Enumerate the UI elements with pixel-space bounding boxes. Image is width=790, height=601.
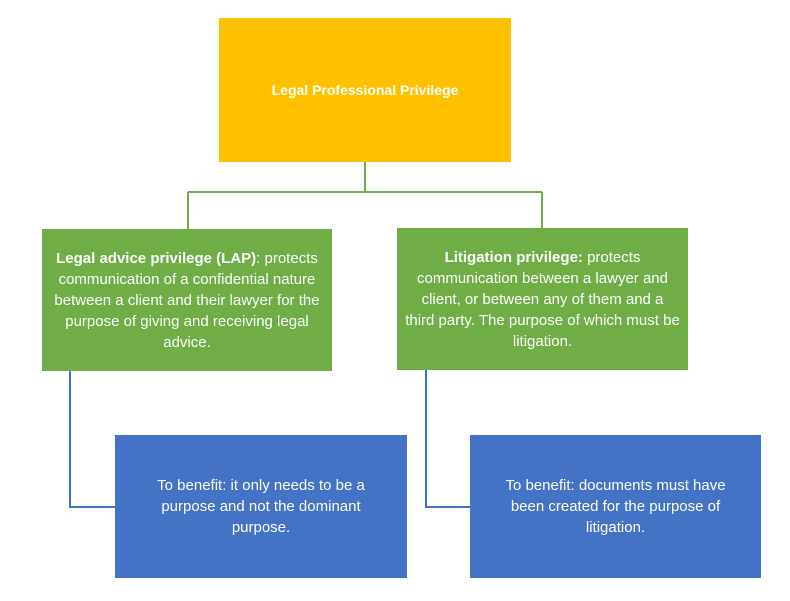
lap-benefit-box: To benefit: it only needs to be a purpos… — [115, 435, 407, 578]
lap-benefit-text: To benefit: it only needs to be a purpos… — [157, 477, 365, 536]
litigation-privilege-box: Litigation privilege: protects communica… — [397, 228, 688, 370]
litigation-heading: Litigation privilege: — [444, 248, 583, 266]
root-title: Legal Professional Privilege — [271, 81, 459, 98]
litigation-benefit-text: To benefit: documents must have been cre… — [505, 477, 726, 536]
litigation-body: protects communication between a lawyer … — [405, 248, 680, 350]
legal-professional-privilege-box: Legal Professional Privilege — [219, 18, 511, 162]
lap-to-benefit-connector — [69, 371, 115, 508]
lap-body: : protects communication of a confidenti… — [54, 249, 320, 351]
litigation-to-benefit-connector — [425, 370, 470, 508]
lap-heading: Legal advice privilege (LAP) — [56, 249, 257, 267]
legal-advice-privilege-box: Legal advice privilege (LAP): protects c… — [42, 229, 332, 371]
litigation-benefit-box: To benefit: documents must have been cre… — [470, 435, 761, 578]
lap-text: Legal advice privilege (LAP): protects c… — [48, 248, 326, 353]
litigation-text: Litigation privilege: protects communica… — [405, 247, 680, 352]
